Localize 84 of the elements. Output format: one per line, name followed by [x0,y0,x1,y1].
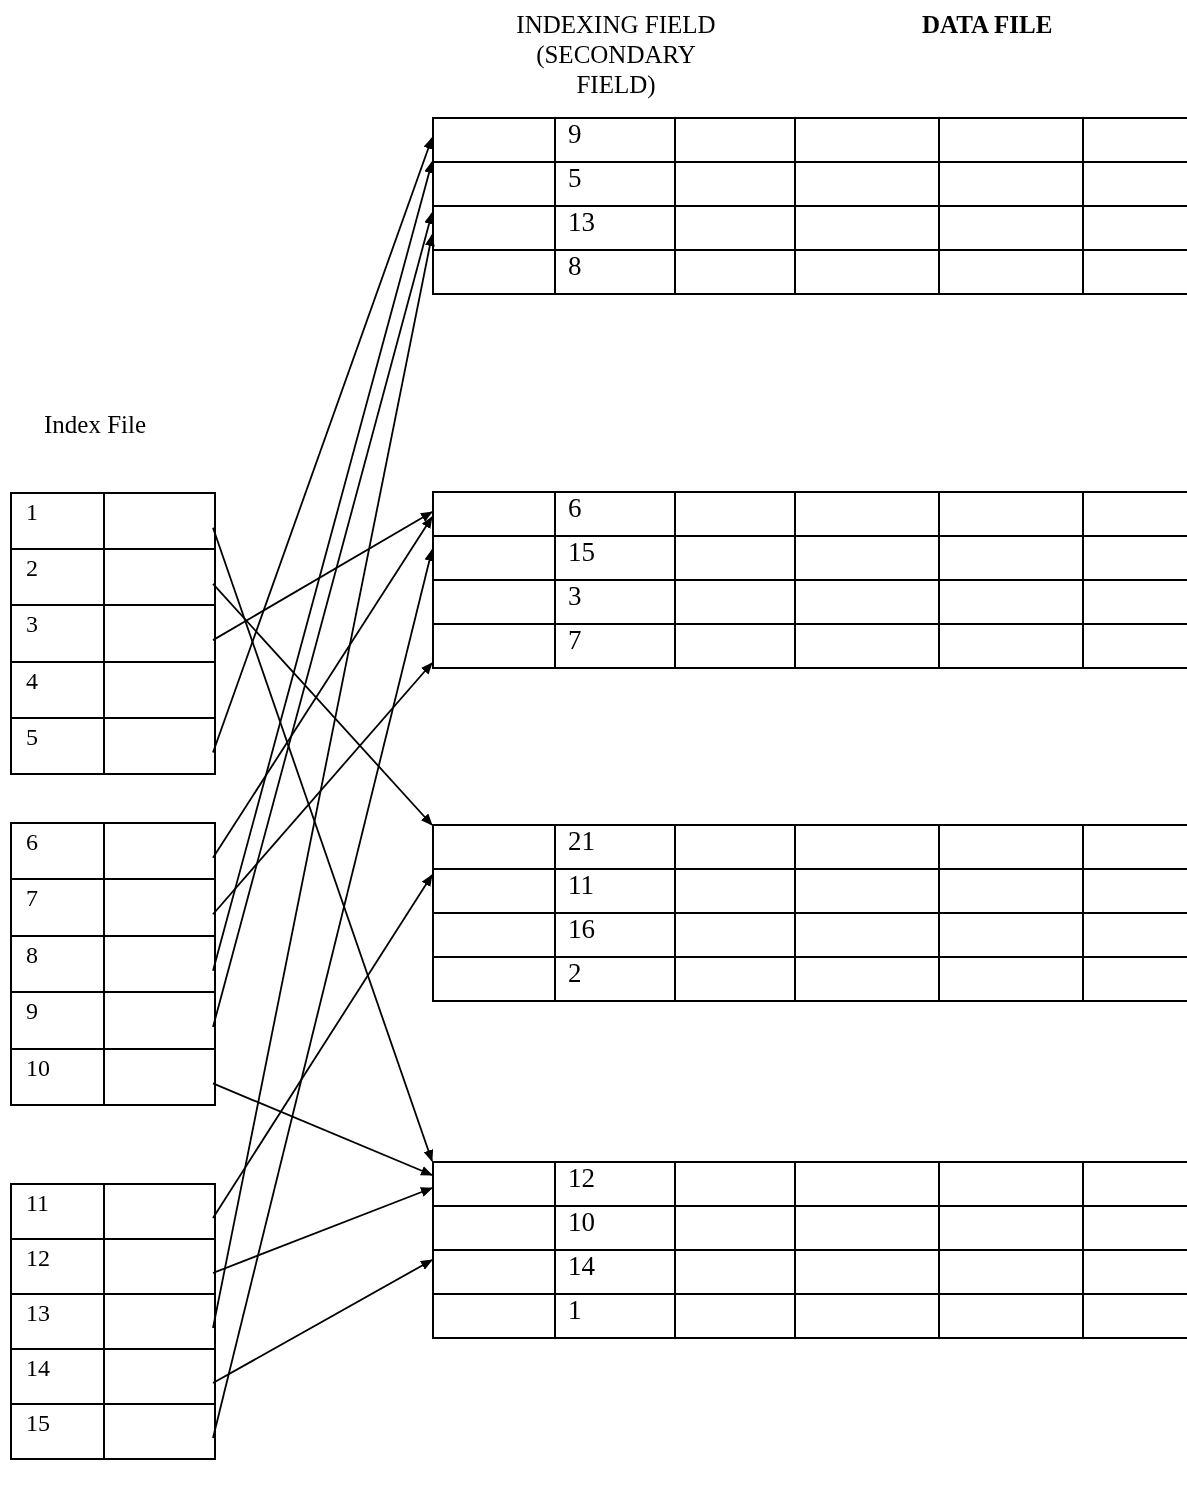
record-key: 2 [568,958,582,990]
index-entry-row [12,494,214,551]
record-key: 14 [568,1251,595,1283]
index-entry-row [12,550,214,607]
record-row [434,251,1187,295]
index-value: 12 [26,1244,50,1273]
record-row [434,870,1187,914]
index-entry-row [12,1350,214,1405]
record-key: 7 [568,625,582,657]
index-value: 2 [26,554,38,583]
record-row [434,493,1187,537]
record-row [434,958,1187,1002]
pointer-arrow [212,549,435,1439]
record-key: 1 [568,1295,582,1327]
index-entry-row [12,1405,214,1460]
record-key: 16 [568,914,595,946]
index-value: 11 [26,1189,50,1218]
record-key: 12 [568,1163,595,1195]
record-key: 6 [568,493,582,525]
heading-label: Index File [44,410,148,440]
record-key: 21 [568,826,595,858]
record-row [434,119,1187,163]
data-block [432,117,1187,295]
record-row [434,1163,1187,1207]
pointer-arrow [212,874,433,1219]
record-row [434,537,1187,581]
record-row [434,1251,1187,1295]
data-block [432,824,1187,1002]
pointer-arrow [212,1259,433,1384]
pointer-arrow [212,1187,433,1274]
index-table [10,492,216,775]
index-table [10,1183,216,1460]
pointer-arrow [212,516,433,859]
pointer-arrow [212,526,434,1162]
record-key: 8 [568,251,582,283]
data-block [432,491,1187,669]
pointer-arrow [212,1082,433,1176]
index-value: 10 [26,1053,50,1083]
record-key: 5 [568,163,582,195]
index-entry-row [12,1185,214,1240]
index-value: 8 [26,940,38,970]
index-entry-row [12,1240,214,1295]
pointer-arrow [212,662,433,916]
index-value: 3 [26,610,38,640]
index-entry-row [12,1295,214,1350]
index-entry-row [12,880,214,937]
index-value: 9 [26,997,38,1026]
record-key: 10 [568,1207,595,1239]
index-entry-row [12,606,214,663]
index-value: 5 [26,722,38,752]
index-entry-row [12,1049,214,1106]
record-row [434,625,1187,669]
index-value: 15 [26,1409,50,1438]
index-value: 1 [26,498,38,527]
pointer-arrow [212,234,435,1329]
record-row [434,581,1187,625]
heading-label: DATA FILE [922,10,1054,40]
record-row [434,1295,1187,1339]
record-row [434,1207,1187,1251]
record-row [434,207,1187,251]
record-key: 3 [568,581,582,613]
record-key: 15 [568,537,595,569]
record-row [434,826,1187,870]
index-value: 6 [26,828,38,857]
pointer-arrow [212,511,433,641]
record-key: 11 [568,870,594,902]
record-key: 13 [568,207,595,239]
index-entry-row [12,718,214,775]
index-value: 4 [26,666,38,696]
index-entry-row [12,993,214,1050]
index-table [10,822,216,1106]
index-value: 7 [26,884,38,914]
pointer-arrow [212,137,433,754]
index-value: 14 [26,1354,50,1383]
index-entry-row [12,824,214,881]
heading-label: INDEXING FIELD (SECONDARY FIELD) [515,10,717,100]
index-value: 13 [26,1299,50,1328]
record-row [434,163,1187,207]
index-entry-row [12,662,214,719]
record-row [434,914,1187,958]
record-key: 9 [568,119,582,151]
index-entry-row [12,936,214,994]
data-block [432,1161,1187,1339]
pointer-arrow [212,583,433,826]
